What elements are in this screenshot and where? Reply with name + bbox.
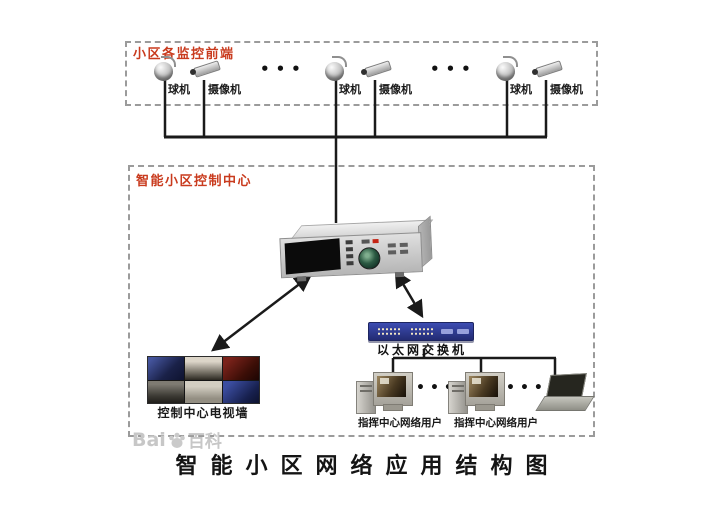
tv-wall-cell xyxy=(148,357,185,380)
box-camera-icon xyxy=(531,60,563,78)
tv-wall-label: 控制中心电视墙 xyxy=(157,406,249,420)
box-camera-label: 摄像机 xyxy=(550,83,583,96)
network-user-label: 指挥中心网络用户 xyxy=(454,417,538,429)
dome-camera-icon xyxy=(323,56,349,82)
box-camera-icon xyxy=(360,60,392,78)
dome-camera-icon xyxy=(494,56,520,82)
switch-uplink-slot xyxy=(441,329,453,334)
dvr-led xyxy=(372,238,379,244)
tv-wall-cell xyxy=(185,357,222,380)
tv-wall-cell xyxy=(222,380,259,403)
switch-port-block xyxy=(377,327,402,336)
ellipsis-dots: ••• xyxy=(260,60,307,78)
switch-port-block xyxy=(410,327,435,336)
ellipsis-dots: ••• xyxy=(506,380,548,396)
camera-group-2: 球机 摄像机 xyxy=(323,54,419,96)
watermark: Bai 百科 xyxy=(132,427,222,453)
desktop-pc xyxy=(448,372,508,414)
ethernet-switch-label: 以太网交换机 xyxy=(376,343,467,357)
control-center-zone-box xyxy=(128,165,595,437)
tv-wall-cell xyxy=(185,380,222,403)
camera-group-1: 球机 摄像机 xyxy=(152,54,248,96)
dome-camera-icon xyxy=(152,56,178,82)
camera-group-3: 球机 摄像机 xyxy=(494,54,590,96)
desktop-pc xyxy=(356,372,416,414)
control-center-zone-label: 智能小区控制中心 xyxy=(136,174,253,189)
network-user-label: 指挥中心网络用户 xyxy=(358,417,442,429)
ethernet-switch-device xyxy=(368,322,474,341)
diagram-title: 智能小区网络应用结构图 xyxy=(175,454,561,479)
laptop-icon xyxy=(535,373,595,414)
front-end-zone-label: 小区各监控前端 xyxy=(133,47,235,62)
box-camera-icon xyxy=(189,60,221,78)
dvr-right-buttons xyxy=(387,242,409,255)
dome-camera-label: 球机 xyxy=(168,83,190,96)
switch-uplink-slot xyxy=(457,329,469,334)
dvr-screen xyxy=(284,238,341,275)
dvr-buttons xyxy=(345,240,354,266)
dvr-device xyxy=(275,215,435,285)
box-camera-label: 摄像机 xyxy=(208,83,241,96)
tv-wall-cell xyxy=(222,357,259,380)
tv-wall xyxy=(147,356,260,404)
dome-camera-label: 球机 xyxy=(510,83,532,96)
ellipsis-dots: ••• xyxy=(416,380,458,396)
baidu-paw-icon xyxy=(169,432,185,448)
box-camera-label: 摄像机 xyxy=(379,83,412,96)
watermark-suffix: 百科 xyxy=(187,432,222,452)
ellipsis-dots: ••• xyxy=(430,60,477,78)
front-end-zone-box xyxy=(125,41,598,106)
watermark-prefix: Bai xyxy=(132,428,166,451)
dome-camera-label: 球机 xyxy=(339,83,361,96)
tv-wall-cell xyxy=(148,380,185,403)
